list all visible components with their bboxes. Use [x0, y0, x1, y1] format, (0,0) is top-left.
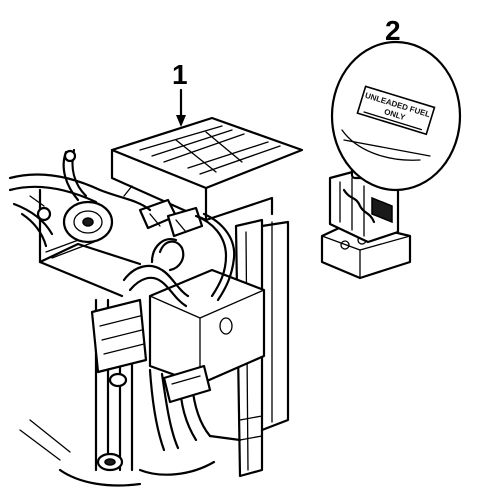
tube-fitting	[108, 372, 128, 388]
callout-2-number: 2	[385, 15, 401, 46]
connector-b	[166, 206, 204, 238]
mount-hole-left	[340, 240, 350, 250]
fender-edge	[204, 196, 274, 222]
hose-upper	[8, 173, 152, 212]
callout-1: 1	[172, 59, 188, 127]
emission-label	[110, 116, 304, 190]
lower-bracket	[162, 364, 212, 404]
fastener-2	[63, 149, 77, 163]
callout-1-arrowhead	[176, 115, 186, 127]
hose-right-loop	[194, 214, 228, 298]
hinge-spring	[371, 196, 393, 224]
fuel-door-assembly: UNLEADED FUEL ONLY	[320, 40, 462, 280]
fastener-1	[36, 206, 52, 222]
engine-bay-illustration	[8, 116, 304, 487]
hose-canister-top	[122, 264, 190, 298]
canister-bolt	[219, 317, 233, 335]
callout-1-number: 1	[172, 59, 188, 90]
unleaded-fuel-label: UNLEADED FUEL ONLY	[356, 85, 436, 136]
